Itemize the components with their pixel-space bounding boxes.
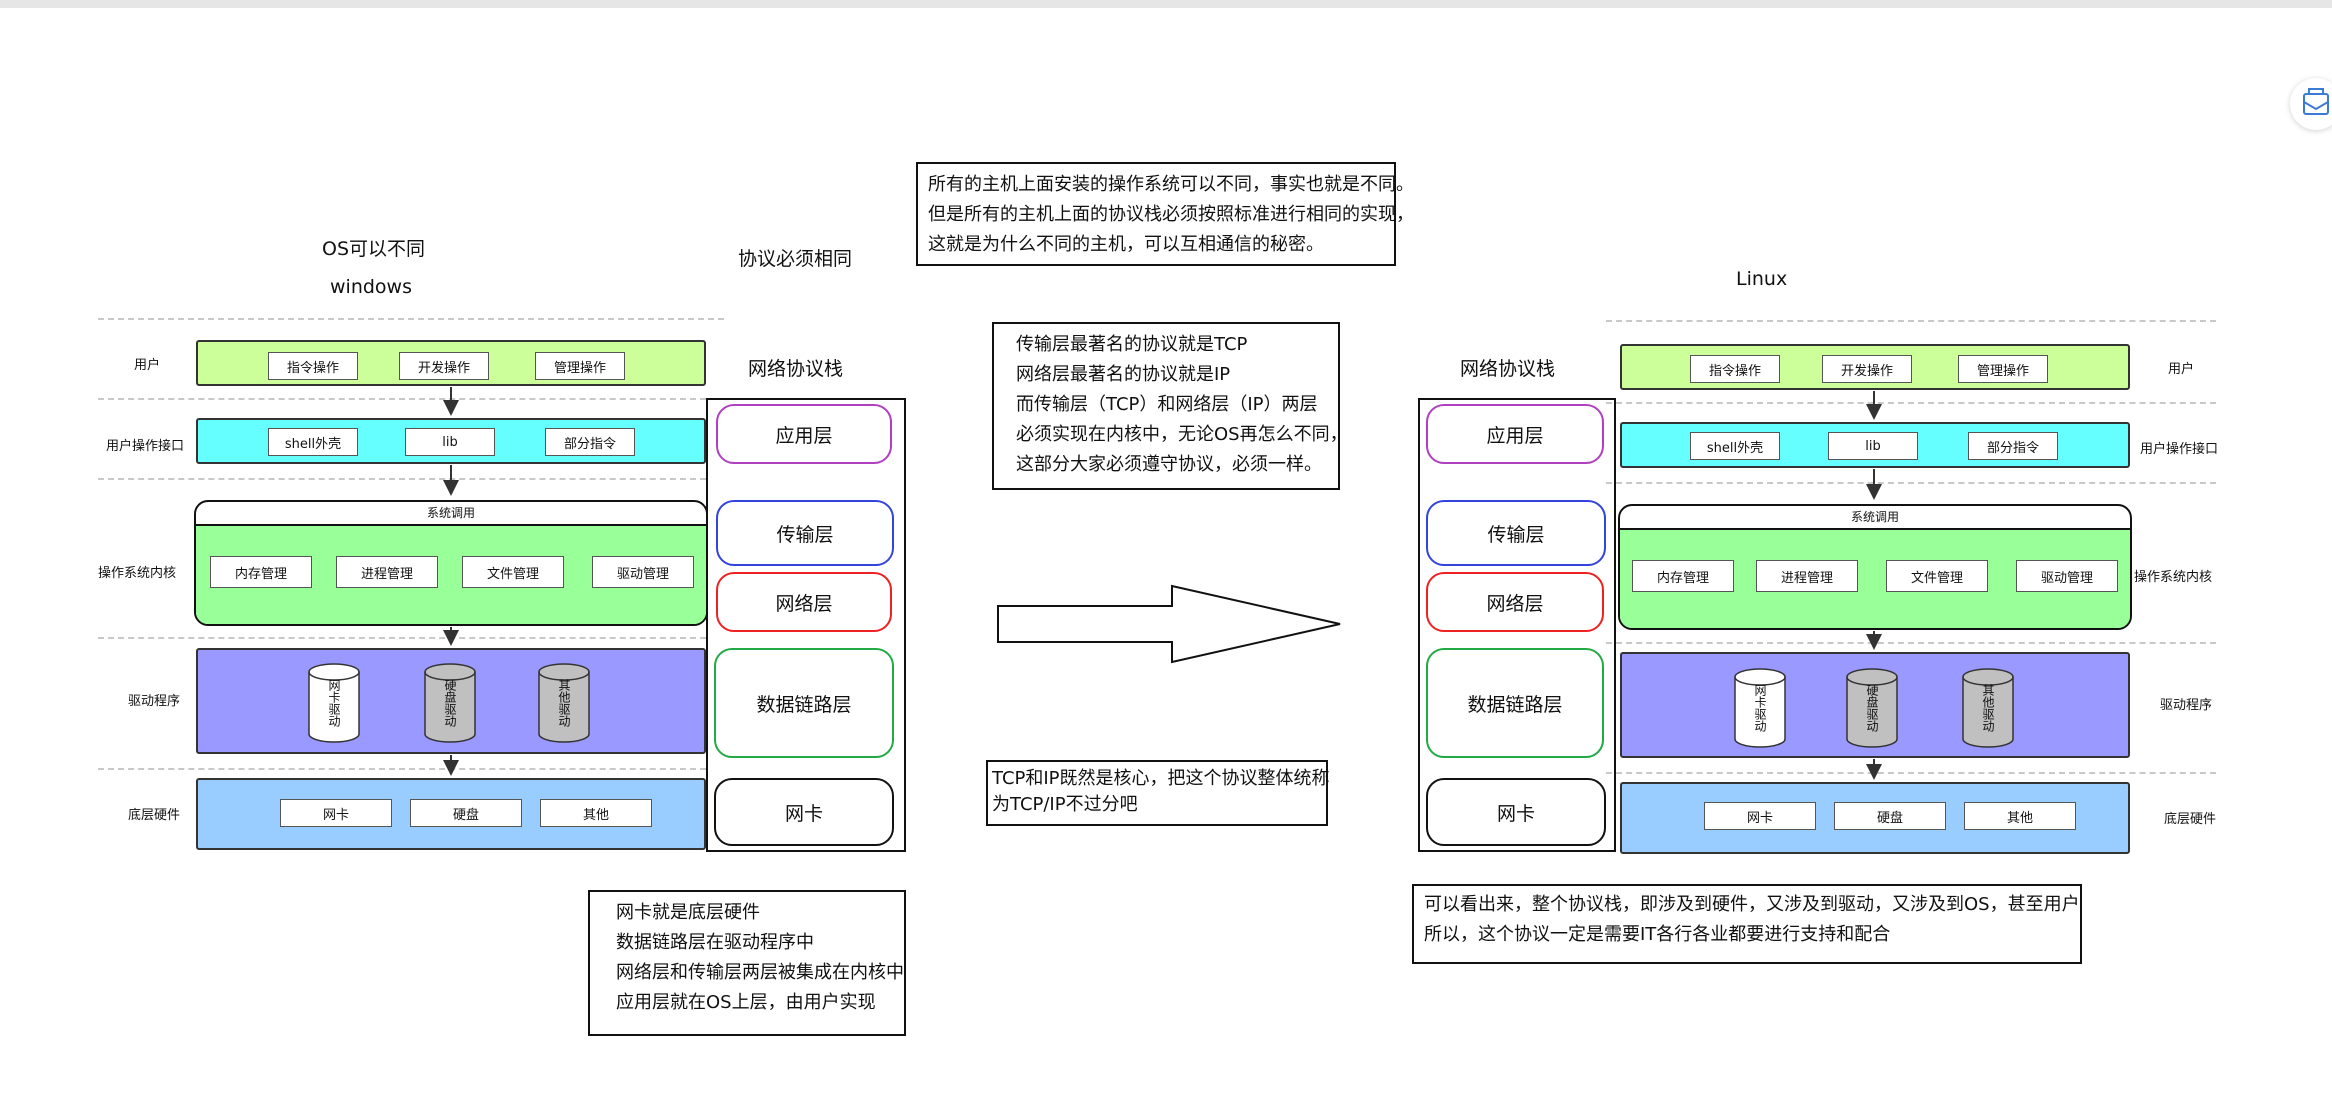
stack-datalink-layer: 数据链路层: [714, 648, 894, 758]
driver-cylinder: 网卡驱动: [308, 663, 360, 743]
right-os-name: Linux: [1736, 268, 1788, 290]
driver-cylinder: 其他驱动: [1962, 668, 2014, 748]
left-os-name: windows: [330, 276, 412, 298]
row-label-kernel: 操作系统内核: [98, 566, 177, 581]
kernel-item: 进程管理: [336, 556, 438, 588]
interface-item: shell外壳: [1690, 432, 1780, 460]
driver-cylinder: 网卡驱动: [1734, 668, 1786, 748]
driver-label: 硬盘驱动: [1865, 684, 1879, 732]
stack-datalink-layer: 数据链路层: [1426, 648, 1604, 758]
divider: [1606, 320, 2216, 322]
interface-item: 部分指令: [1968, 432, 2058, 460]
driver-label: 硬盘驱动: [443, 679, 457, 727]
kernel-item: 驱动管理: [2016, 560, 2118, 592]
interface-item: shell外壳: [268, 428, 358, 456]
kernel-item: 文件管理: [462, 556, 564, 588]
hardware-item: 其他: [540, 799, 652, 827]
row-label-kernel: 操作系统内核: [2134, 570, 2213, 585]
kernel-item: 文件管理: [1886, 560, 1988, 592]
driver-cylinder: 硬盘驱动: [1846, 668, 1898, 748]
user-item: 管理操作: [535, 352, 625, 380]
syscall-label: 系统调用: [1850, 510, 1899, 524]
divider: [1606, 402, 2216, 404]
right-stack-frame: [1418, 398, 1616, 852]
stack-network-layer: 网络层: [716, 572, 892, 632]
kernel-item: 进程管理: [1756, 560, 1858, 592]
row-label-user-interface: 用户操作接口: [2140, 442, 2219, 457]
divider: [1606, 482, 2216, 484]
stack-transport-layer: 传输层: [1426, 500, 1606, 566]
kernel-item: 驱动管理: [592, 556, 694, 588]
syscall-label: 系统调用: [426, 506, 475, 520]
hardware-item: 硬盘: [410, 799, 522, 827]
user-item: 指令操作: [1690, 355, 1780, 383]
mail-icon[interactable]: [2290, 78, 2332, 130]
row-label-user: 用户: [134, 358, 161, 373]
driver-label: 其他驱动: [557, 679, 571, 727]
row-label-hardware: 底层硬件: [2164, 812, 2217, 827]
note-top: 所有的主机上面安装的操作系统可以不同，事实也就是不同。 但是所有的主机上面的协议…: [916, 162, 1414, 266]
driver-cylinder: 其他驱动: [538, 663, 590, 743]
top-bar: [0, 0, 2332, 8]
divider: [98, 318, 724, 320]
arrow-right-icon: [997, 584, 1341, 664]
user-item: 开发操作: [1822, 355, 1912, 383]
hardware-item: 网卡: [1704, 802, 1816, 830]
driver-label: 其他驱动: [1981, 684, 1995, 732]
interface-item: lib: [405, 428, 495, 456]
stack-nic-layer: 网卡: [1426, 778, 1606, 846]
note-tcpip: 传输层最著名的协议就是TCP 网络层最著名的协议就是IP 而传输层（TCP）和网…: [992, 322, 1348, 490]
divider: [1606, 642, 2216, 644]
left-stack-title: 网络协议栈: [748, 358, 844, 380]
left-protocol-title: 协议必须相同: [738, 248, 853, 270]
interface-item: 部分指令: [545, 428, 635, 456]
row-label-driver: 驱动程序: [128, 694, 181, 709]
hardware-item: 硬盘: [1834, 802, 1946, 830]
left-os-title: OS可以不同: [322, 238, 426, 260]
right-stack-title: 网络协议栈: [1460, 358, 1556, 380]
hardware-item: 网卡: [280, 799, 392, 827]
note-layers: 网卡就是底层硬件 数据链路层在驱动程序中 网络层和传输层两层被集成在内核中 应用…: [588, 890, 906, 1036]
interface-item: lib: [1828, 432, 1918, 460]
user-item: 管理操作: [1958, 355, 2048, 383]
stack-transport-layer: 传输层: [716, 500, 894, 566]
stack-application-layer: 应用层: [716, 404, 892, 464]
row-label-hardware: 底层硬件: [128, 808, 181, 823]
row-label-user-interface: 用户操作接口: [106, 439, 185, 454]
divider: [98, 637, 706, 639]
left-flow-arrows: [443, 387, 459, 776]
driver-cylinder: 硬盘驱动: [424, 663, 476, 743]
stack-network-layer: 网络层: [1426, 572, 1604, 632]
row-label-driver: 驱动程序: [2160, 698, 2213, 713]
right-flow-arrows: [1866, 391, 1882, 780]
driver-label: 网卡驱动: [327, 679, 341, 727]
user-item: 开发操作: [399, 352, 489, 380]
hardware-item: 其他: [1964, 802, 2076, 830]
note-bottom-right: 可以看出来，整个协议栈，即涉及到硬件，又涉及到驱动，又涉及到OS，甚至用户 所以…: [1412, 884, 2082, 964]
kernel-item: 内存管理: [1632, 560, 1734, 592]
left-stack-frame: [706, 398, 906, 852]
divider: [98, 398, 706, 400]
row-label-user: 用户: [2168, 362, 2195, 377]
note-core: TCP和IP既然是核心，把这个协议整体统称 为TCP/IP不过分吧: [986, 760, 1330, 826]
divider: [98, 478, 706, 480]
stack-application-layer: 应用层: [1426, 404, 1604, 464]
driver-label: 网卡驱动: [1753, 684, 1767, 732]
divider: [98, 768, 706, 770]
divider: [1606, 772, 2216, 774]
user-item: 指令操作: [268, 352, 358, 380]
kernel-item: 内存管理: [210, 556, 312, 588]
stack-nic-layer: 网卡: [714, 778, 894, 846]
